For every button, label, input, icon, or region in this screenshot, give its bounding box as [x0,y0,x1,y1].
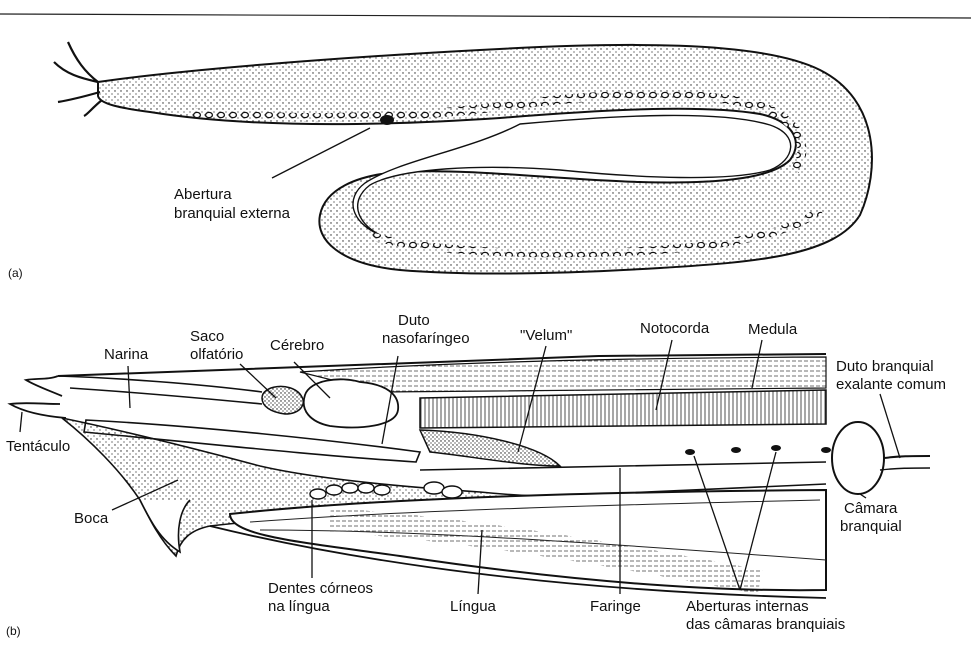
label-duto-branquial-line2: exalante comum [836,376,947,393]
label-saco-line2: olfatório [190,346,244,363]
label-notocorda: Notocorda [640,320,710,337]
label-dentes-line2: na língua [268,598,330,615]
label-medula: Medula [748,321,798,338]
label-velum: "Velum" [520,327,573,344]
hagfish-section-drawing [7,353,931,599]
label-narina: Narina [104,346,149,363]
panel-b-label: (b) [6,624,21,638]
label-cerebro: Cérebro [270,337,325,354]
label-lingua: Língua [450,598,496,615]
label-tentaculo: Tentáculo [6,438,71,455]
label-duto-naso-line1: Duto [398,312,430,329]
label-duto-branquial-line1: Duto branquial [836,358,934,375]
label-gill-opening-line1: Abertura [174,186,232,203]
section-leader-lines [19,339,901,595]
label-aberturas-line2: das câmaras branquiais [686,616,846,633]
label-saco-line1: Saco [190,328,225,345]
label-camara-line1: Câmara [844,500,898,517]
label-gill-opening-line2: branquial externa [174,205,290,222]
label-camara-line2: branquial [840,518,902,535]
gill-opening-leader [271,127,371,179]
hagfish-body-outline [53,41,873,275]
panel-a-label: (a) [8,266,23,280]
label-boca: Boca [74,510,109,527]
label-faringe: Faringe [590,598,641,615]
label-dentes-line1: Dentes córneos [268,580,374,597]
label-duto-naso-line2: nasofaríngeo [382,330,470,347]
label-aberturas-line1: Aberturas internas [686,598,809,615]
top-border-line [0,13,971,19]
